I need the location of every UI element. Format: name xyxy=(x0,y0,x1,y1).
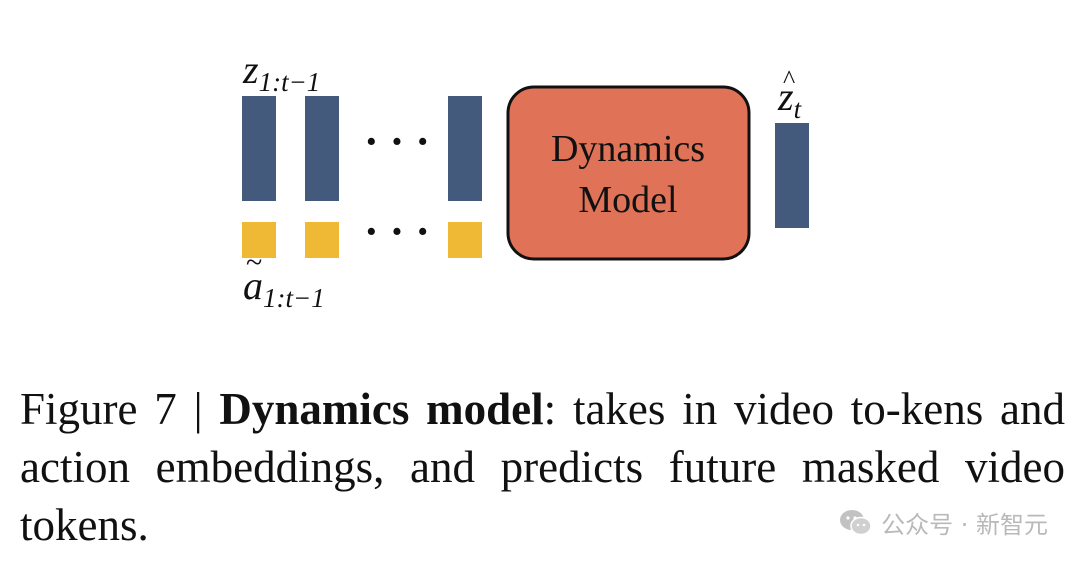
watermark-text: 公众号 · 新智元 xyxy=(881,511,1048,539)
token-ellipsis: · · · xyxy=(364,117,430,166)
video-token-n xyxy=(448,96,482,201)
dynamics-model-diagram: z1:t−1 · · · · · · a1:t−1 ~ Dynamics Mod… xyxy=(242,47,809,313)
output-token-label: zt xyxy=(777,74,803,124)
dynamics-model-label-line1: Dynamics xyxy=(551,128,705,170)
input-token-symbol: z xyxy=(242,47,259,92)
output-token-subscript: t xyxy=(794,94,803,124)
output-token-symbol: z xyxy=(777,74,794,119)
dynamics-model-box xyxy=(506,85,751,261)
video-token-2 xyxy=(305,96,339,201)
predicted-token xyxy=(775,123,809,228)
figure-caption: Figure 7 | Dynamics model: takes in vide… xyxy=(20,380,1065,554)
caption-text: : takes in video to-kens and action embe… xyxy=(20,384,1065,550)
action-embedding-n xyxy=(448,222,482,258)
wechat-icon xyxy=(840,509,872,535)
action-subscript: 1:t−1 xyxy=(263,283,325,313)
caption-title: Dynamics model xyxy=(219,384,544,434)
action-embedding-1 xyxy=(242,222,276,258)
action-embedding-2 xyxy=(305,222,339,258)
action-embedding-label: a1:t−1 xyxy=(243,263,325,313)
input-token-label: z1:t−1 xyxy=(242,47,320,97)
video-token-1 xyxy=(242,96,276,201)
action-ellipsis: · · · xyxy=(364,207,430,256)
action-symbol: a xyxy=(243,263,263,308)
output-hat: ^ xyxy=(783,65,795,94)
dynamics-model-label-line2: Model xyxy=(578,179,677,221)
action-tilde: ~ xyxy=(246,246,262,279)
input-token-subscript: 1:t−1 xyxy=(259,67,321,97)
caption-prefix: Figure 7 | xyxy=(20,384,220,434)
watermark: 公众号 · 新智元 xyxy=(839,505,1048,540)
